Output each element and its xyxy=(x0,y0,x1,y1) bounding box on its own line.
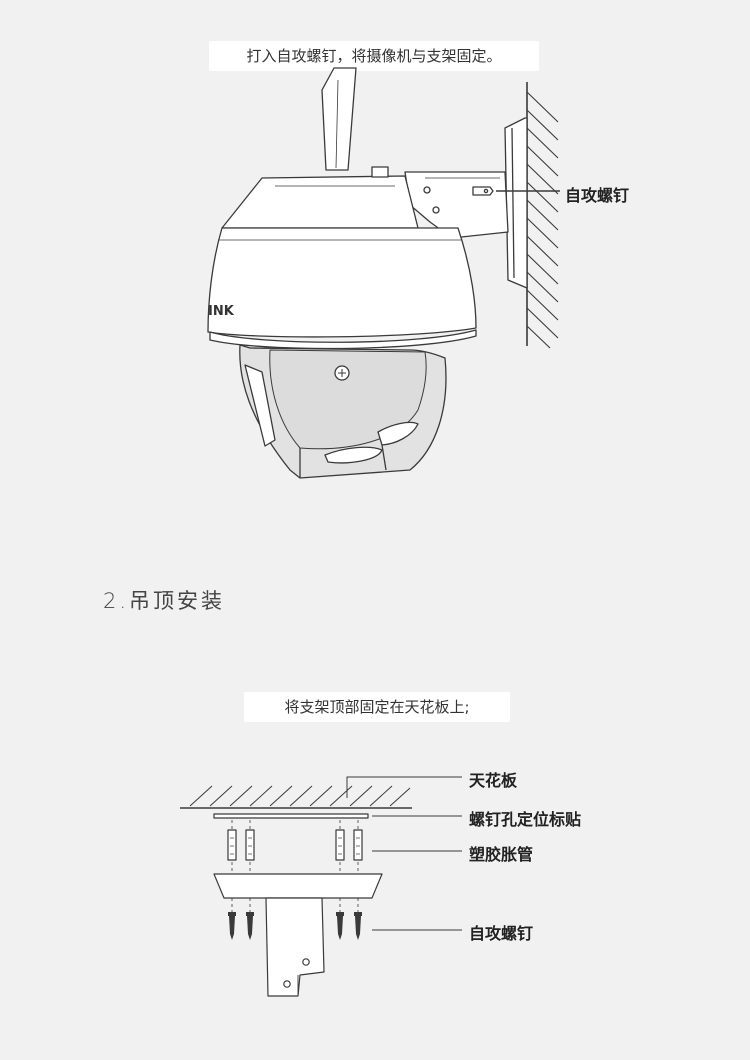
ceiling-screw-label: 自攻螺钉 xyxy=(469,924,534,943)
ceiling-label: 天花板 xyxy=(469,771,518,790)
wall-mount-caption: 打入自攻螺钉，将摄像机与支架固定。 xyxy=(209,41,539,71)
section-title: 2.吊顶安装 xyxy=(103,589,226,613)
brand-logo-text: INK xyxy=(208,304,234,319)
ceiling-mount-caption: 将支架顶部固定在天花板上; xyxy=(244,692,510,722)
wall-mount-illustration xyxy=(207,67,560,479)
wall-screw-label: 自攻螺钉 xyxy=(565,186,630,205)
hole-sticker-label: 螺钉孔定位标贴 xyxy=(469,810,582,829)
anchor-label: 塑胶胀管 xyxy=(469,845,534,864)
